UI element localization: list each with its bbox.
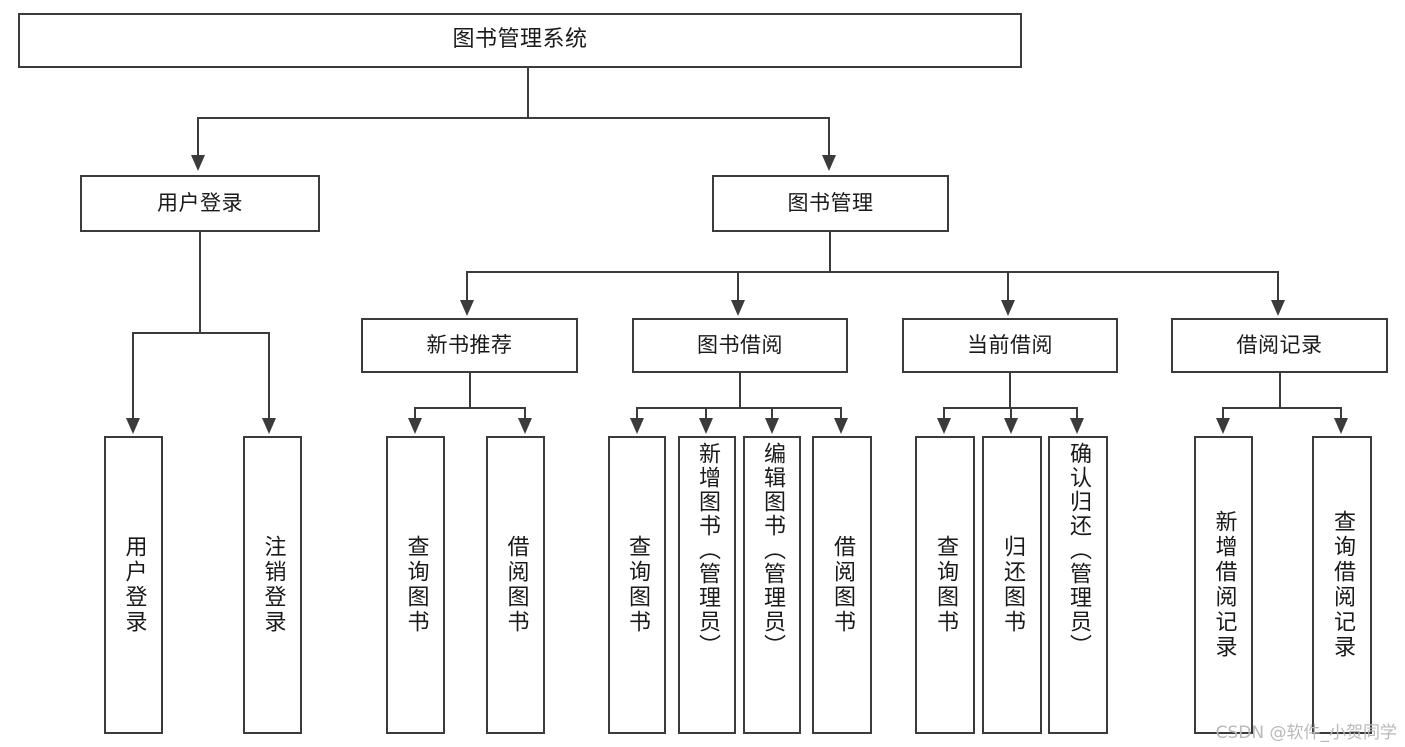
leaf-user-login-login[interactable]: 用户登录 [104, 436, 163, 734]
node-label: 新增借阅记录 [1211, 510, 1237, 660]
edge-current-borrow-stem [1009, 373, 1011, 408]
leaf-book-borrow-edit-book-admin[interactable]: 编辑图书（管理员） [743, 436, 801, 734]
edge-book-management-stem [829, 232, 831, 272]
arrow-borrow-record-to-leaf-1 [1334, 418, 1348, 434]
node-label: 图书管理系统 [452, 27, 588, 53]
node-label: 用户登录 [121, 535, 147, 635]
node-label: 确认归还（管理员） [1066, 442, 1091, 658]
edge-root-split-bar [197, 117, 830, 119]
arrow-user-login-to-leaf-1 [262, 418, 276, 434]
arrow-book-borrow-to-leaf-2 [765, 418, 779, 434]
edge-new-book-recommend-split-bar [414, 407, 526, 409]
edge-root-stem [527, 68, 529, 118]
arrow-current-borrow-to-leaf-1 [1004, 418, 1018, 434]
arrow-book-management-to-level2-2 [1001, 300, 1015, 316]
edge-book-management-to-level2-1 [737, 271, 739, 301]
node-label: 当前借阅 [967, 332, 1053, 357]
edge-current-borrow-to-leaf-0 [943, 407, 945, 420]
edge-borrow-record-to-leaf-1 [1340, 407, 1342, 420]
arrow-book-management-to-level2-0 [460, 300, 474, 316]
node-user-login[interactable]: 用户登录 [80, 175, 320, 232]
edge-borrow-record-to-leaf-0 [1222, 407, 1224, 420]
arrow-user-login-to-leaf-0 [126, 418, 140, 434]
node-book-borrow[interactable]: 图书借阅 [632, 318, 848, 373]
edge-borrow-record-stem [1279, 373, 1281, 408]
leaf-current-borrow-return-book[interactable]: 归还图书 [982, 436, 1042, 734]
node-label: 查询图书 [625, 535, 650, 635]
leaf-borrow-record-add-record[interactable]: 新增借阅记录 [1194, 436, 1253, 734]
edge-user-login-split-bar [132, 332, 268, 334]
edge-book-borrow-stem [739, 373, 741, 408]
arrow-book-management-to-level2-1 [731, 300, 745, 316]
node-root-book-management-system[interactable]: 图书管理系统 [18, 13, 1022, 68]
node-label: 借阅记录 [1236, 332, 1323, 357]
arrow-new-book-recommend-to-leaf-1 [518, 418, 532, 434]
watermark-text: CSDN @软件_小贺同学 [1215, 723, 1397, 743]
arrow-book-borrow-to-leaf-1 [699, 418, 713, 434]
arrow-root-to-book-management [822, 155, 836, 171]
arrow-new-book-recommend-to-leaf-0 [408, 418, 422, 434]
arrow-current-borrow-to-leaf-2 [1070, 418, 1084, 434]
edge-book-management-to-level2-0 [466, 271, 468, 301]
node-label: 图书借阅 [697, 332, 783, 357]
node-label: 查询图书 [933, 535, 958, 635]
node-book-management[interactable]: 图书管理 [712, 175, 949, 232]
leaf-current-borrow-confirm-return-admin[interactable]: 确认归还（管理员） [1048, 436, 1108, 734]
arrow-book-borrow-to-leaf-0 [630, 418, 644, 434]
edge-new-book-recommend-to-leaf-1 [524, 407, 526, 420]
edge-user-login-stem [199, 232, 201, 333]
node-label: 借阅图书 [830, 535, 855, 635]
node-label: 新增图书（管理员） [695, 442, 720, 658]
node-label: 注销登录 [260, 535, 286, 635]
edge-book-borrow-to-leaf-1 [705, 407, 707, 420]
arrow-book-borrow-to-leaf-3 [834, 418, 848, 434]
edge-book-management-to-level2-3 [1277, 271, 1279, 301]
edge-book-management-to-level2-2 [1007, 271, 1009, 301]
edge-book-borrow-to-leaf-3 [840, 407, 842, 420]
leaf-book-borrow-add-book-admin[interactable]: 新增图书（管理员） [678, 436, 736, 734]
leaf-borrow-record-query-record[interactable]: 查询借阅记录 [1312, 436, 1372, 734]
leaf-current-borrow-query-book[interactable]: 查询图书 [915, 436, 975, 734]
leaf-book-borrow-query-book[interactable]: 查询图书 [608, 436, 666, 734]
arrow-current-borrow-to-leaf-0 [937, 418, 951, 434]
edge-current-borrow-to-leaf-2 [1076, 407, 1078, 420]
node-label: 归还图书 [1000, 535, 1025, 635]
node-label: 新书推荐 [426, 332, 513, 357]
edge-current-borrow-to-leaf-1 [1010, 407, 1012, 420]
arrow-root-to-user-login [191, 155, 205, 171]
edge-new-book-recommend-stem [469, 373, 471, 408]
edge-book-borrow-split-bar [636, 407, 842, 409]
node-borrow-record[interactable]: 借阅记录 [1171, 318, 1388, 373]
node-label: 查询借阅记录 [1330, 510, 1355, 660]
edge-root-to-user-login [197, 117, 199, 157]
edge-user-login-to-leaf-1 [268, 332, 270, 420]
node-new-book-recommend[interactable]: 新书推荐 [361, 318, 578, 373]
arrow-borrow-record-to-leaf-0 [1216, 418, 1230, 434]
edge-new-book-recommend-to-leaf-0 [414, 407, 416, 420]
node-label: 用户登录 [157, 190, 243, 215]
node-label: 查询图书 [403, 535, 429, 635]
node-label: 编辑图书（管理员） [760, 442, 785, 658]
leaf-new-book-query-book[interactable]: 查询图书 [386, 436, 445, 734]
edge-book-management-split-bar [466, 271, 1279, 273]
edge-user-login-to-leaf-0 [132, 332, 134, 420]
node-label: 借阅图书 [503, 535, 529, 635]
edge-borrow-record-split-bar [1222, 407, 1342, 409]
leaf-new-book-borrow-book[interactable]: 借阅图书 [486, 436, 545, 734]
edge-book-borrow-to-leaf-2 [771, 407, 773, 420]
node-current-borrow[interactable]: 当前借阅 [902, 318, 1118, 373]
leaf-book-borrow-borrow-book[interactable]: 借阅图书 [812, 436, 872, 734]
edge-book-borrow-to-leaf-0 [636, 407, 638, 420]
leaf-user-login-logout[interactable]: 注销登录 [243, 436, 302, 734]
arrow-book-management-to-level2-3 [1271, 300, 1285, 316]
node-label: 图书管理 [787, 190, 874, 215]
edge-root-to-book-management [828, 117, 830, 157]
